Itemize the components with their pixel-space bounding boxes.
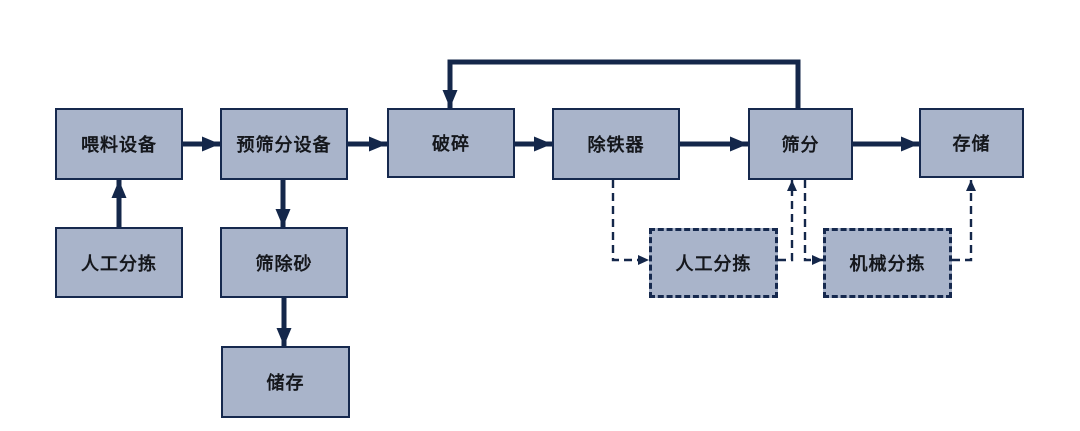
node-mech-sorting: 机械分拣 xyxy=(823,228,952,298)
node-label-screening: 筛分 xyxy=(781,135,820,155)
node-label-crushing: 破碎 xyxy=(432,134,470,154)
node-manual-sort-feed: 人工分拣 xyxy=(55,227,183,298)
node-label-manual-sort-feed: 人工分拣 xyxy=(81,253,157,274)
node-label-prescreening: 预筛分设备 xyxy=(236,135,332,155)
node-feeding: 喂料设备 xyxy=(55,108,183,180)
node-screening: 筛分 xyxy=(748,108,853,180)
node-label-sand-removal: 筛除砂 xyxy=(255,253,313,274)
node-label-storage-top: 存储 xyxy=(952,134,991,154)
node-iron-remover: 除铁器 xyxy=(552,108,680,180)
node-storage-bottom: 储存 xyxy=(221,346,350,418)
node-sand-removal: 筛除砂 xyxy=(220,227,348,298)
node-label-manual-sorting: 人工分拣 xyxy=(675,254,752,274)
node-prescreening: 预筛分设备 xyxy=(220,108,348,180)
node-label-mech-sorting: 机械分拣 xyxy=(849,254,926,274)
node-crushing: 破碎 xyxy=(387,108,515,178)
node-manual-sorting: 人工分拣 xyxy=(649,228,778,298)
node-label-iron-remover: 除铁器 xyxy=(587,135,645,155)
node-label-storage-bottom: 储存 xyxy=(266,373,305,393)
node-label-feeding: 喂料设备 xyxy=(81,135,157,155)
node-storage-top: 存储 xyxy=(919,108,1024,178)
